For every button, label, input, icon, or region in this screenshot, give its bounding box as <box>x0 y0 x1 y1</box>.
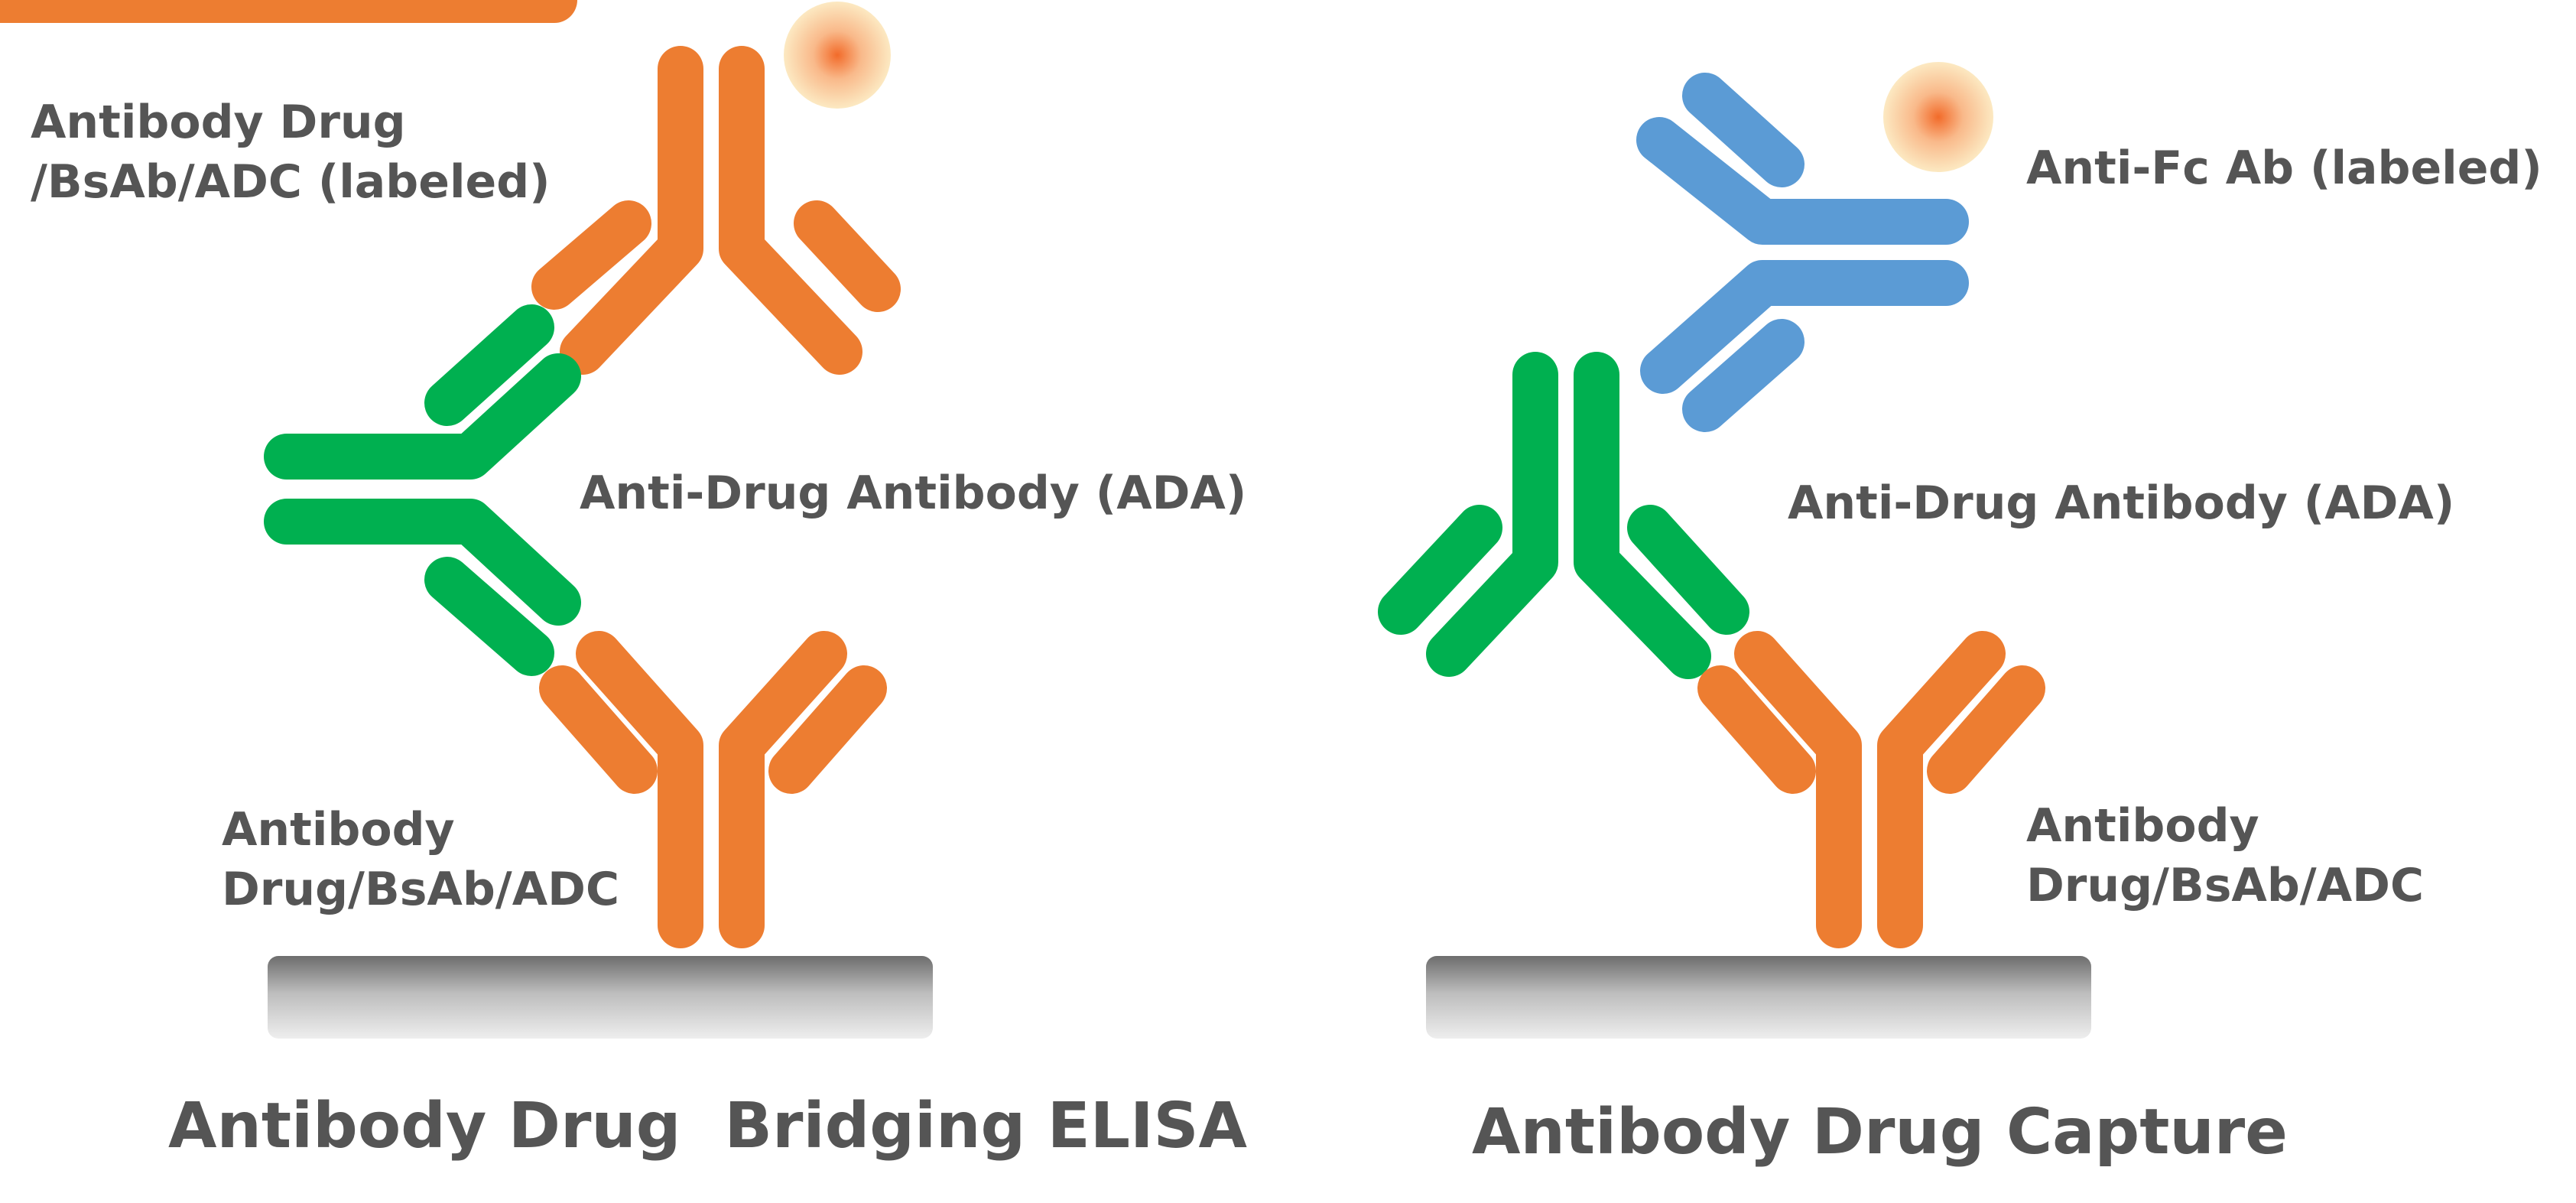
right-anti-fc-label: Anti-Fc Ab (labeled) <box>2026 141 2542 195</box>
right-microplate-surface <box>1426 956 2091 1039</box>
right-ada-antibody <box>1378 352 1749 679</box>
left-microplate-surface <box>268 956 933 1039</box>
right-ada-label: Anti-Drug Antibody (ADA) <box>1788 476 2454 530</box>
left-panel-title: Antibody Drug Bridging ELISA <box>168 1090 1248 1162</box>
right-panel: Anti-Fc Ab (labeled) Anti-Drug Antibody … <box>1378 62 2542 1169</box>
right-capture-drug-label: Antibody Drug/BsAb/ADC <box>2026 799 2424 912</box>
left-panel: Antibody Drug /BsAb/ADC (labeled) Anti-D… <box>0 0 1248 1162</box>
left-labeled-drug-antibody <box>0 0 901 375</box>
left-ada-label: Anti-Drug Antibody (ADA) <box>580 467 1246 520</box>
right-capture-drug-antibody <box>1697 631 2045 948</box>
right-panel-title: Antibody Drug Capture <box>1472 1096 2288 1169</box>
right-label-tag-icon <box>1883 62 1993 172</box>
left-labeled-drug-label: Antibody Drug /BsAb/ADC (labeled) <box>31 96 551 209</box>
left-ada-antibody <box>264 304 581 676</box>
left-capture-drug-label: Antibody Drug/BsAb/ADC <box>222 803 619 916</box>
right-anti-fc-antibody <box>1636 73 1969 432</box>
left-capture-drug-antibody <box>539 631 887 948</box>
left-label-tag-icon <box>784 2 891 109</box>
